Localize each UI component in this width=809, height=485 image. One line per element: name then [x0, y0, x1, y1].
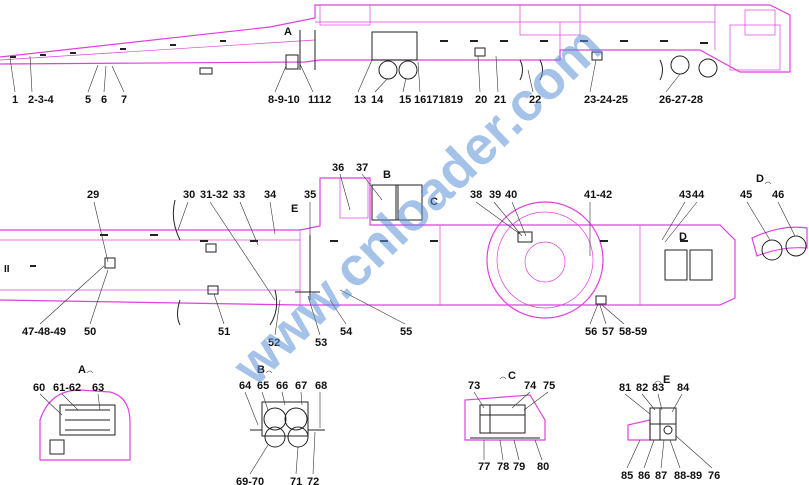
callout: 77 [478, 461, 490, 473]
callout: 21 [494, 94, 506, 106]
callout: 40 [505, 189, 517, 201]
view-marker-d: D [679, 231, 687, 243]
callout: 1 [12, 94, 18, 106]
callout: 46 [772, 189, 784, 201]
callout: 56 [585, 326, 597, 338]
watermark: www.cnloader.com [221, 15, 614, 397]
callout: 20 [475, 94, 487, 106]
callout: 31-32 [200, 189, 228, 201]
callout: 78 [497, 461, 509, 473]
view-caption-d: D [756, 173, 764, 185]
callout: 29 [87, 189, 99, 201]
callout: 72 [307, 476, 319, 485]
callout: 50 [84, 326, 96, 338]
view-marker-a: A [284, 26, 292, 38]
mid-top-callout-row: 29 30 31-32 33 34 35 36 37 38 39 40 41-4… [87, 162, 796, 301]
callout: 26-27-28 [659, 94, 703, 106]
mid-bottom-callout-row: 47-48-49 50 51 52 53 54 55 56 57 58-59 [22, 265, 647, 349]
callout: 41-42 [584, 189, 612, 201]
callout: 38 [470, 189, 482, 201]
callout: 36 [332, 162, 344, 174]
view-caption-c: C [508, 370, 516, 382]
callout: 22 [529, 94, 541, 106]
callout: 73 [468, 380, 480, 392]
callout: 85 [621, 470, 633, 482]
callout: 68 [315, 380, 327, 392]
callout: 69-70 [236, 476, 264, 485]
callout: 64 [239, 380, 252, 392]
callout: 63 [92, 382, 104, 394]
callout: 44 [692, 189, 705, 201]
callout: 66 [276, 380, 288, 392]
callout: 5 [85, 94, 91, 106]
chassis-plan-view: II [0, 177, 736, 326]
callout: 14 [371, 94, 384, 106]
callout: 84 [677, 382, 690, 394]
callout: 35 [304, 189, 316, 201]
callout: 33 [233, 189, 245, 201]
callout: 23-24-25 [584, 94, 628, 106]
callout: 82 [636, 382, 648, 394]
chassis-side-view [0, 4, 791, 81]
callout: 13 [354, 94, 366, 106]
callout: 57 [602, 326, 614, 338]
view-marker-e: E [291, 203, 298, 215]
callout: 43 [679, 189, 691, 201]
callout: 74 [524, 380, 537, 392]
callout: 65 [257, 380, 269, 392]
callout: 55 [400, 326, 412, 338]
callout: 75 [543, 380, 555, 392]
view-caption-a: A [78, 364, 86, 376]
callout: 53 [315, 337, 327, 349]
callout: 34 [264, 189, 277, 201]
callout: 30 [183, 189, 195, 201]
callout: 80 [537, 461, 549, 473]
callout: 54 [340, 326, 353, 338]
callout: 61-62 [53, 382, 81, 394]
detail-e: E 81 82 83 84 85 86 87 88-89 76 [619, 374, 720, 482]
callout: 58-59 [619, 326, 647, 338]
callout: 88-89 [674, 470, 702, 482]
callout: 2-3-4 [28, 94, 55, 106]
callout: 51 [218, 326, 230, 338]
callout: 87 [655, 470, 667, 482]
callout: 76 [708, 470, 720, 482]
callout: 45 [740, 189, 752, 201]
detail-c: C 73 74 75 77 78 79 80 [464, 370, 555, 473]
detail-a: A 60 61-62 63 [33, 364, 131, 461]
detail-b: B 64 65 66 67 68 69-70 71 72 [236, 364, 327, 485]
callout: 60 [33, 382, 45, 394]
view-marker-b: B [383, 169, 391, 181]
frame-mark: II [4, 264, 10, 275]
callout: 16171819 [414, 94, 463, 106]
callout: 8-9-10 [268, 94, 300, 106]
callout: 52 [268, 337, 280, 349]
callout: 67 [295, 380, 307, 392]
watermark-text: www.cnloader.com [221, 15, 614, 397]
callout: 1112 [308, 94, 331, 106]
callout: 83 [652, 382, 664, 394]
callout: 7 [121, 94, 127, 106]
callout: 86 [638, 470, 650, 482]
callout: 15 [399, 94, 411, 106]
callout: 47-48-49 [22, 326, 66, 338]
view-caption-b: B [257, 364, 265, 376]
callout: 39 [489, 189, 501, 201]
callout: 71 [290, 476, 302, 485]
callout: 81 [619, 382, 631, 394]
view-marker-c: C [430, 196, 438, 208]
detail-d-inset: D [751, 173, 808, 261]
top-callout-row: 1 2-3-4 5 6 7 8-9-10 1112 13 14 15 16171… [9, 26, 703, 106]
view-caption-e: E [663, 374, 670, 386]
callout: 37 [356, 162, 368, 174]
callout: 6 [101, 94, 107, 106]
callout: 79 [513, 461, 525, 473]
